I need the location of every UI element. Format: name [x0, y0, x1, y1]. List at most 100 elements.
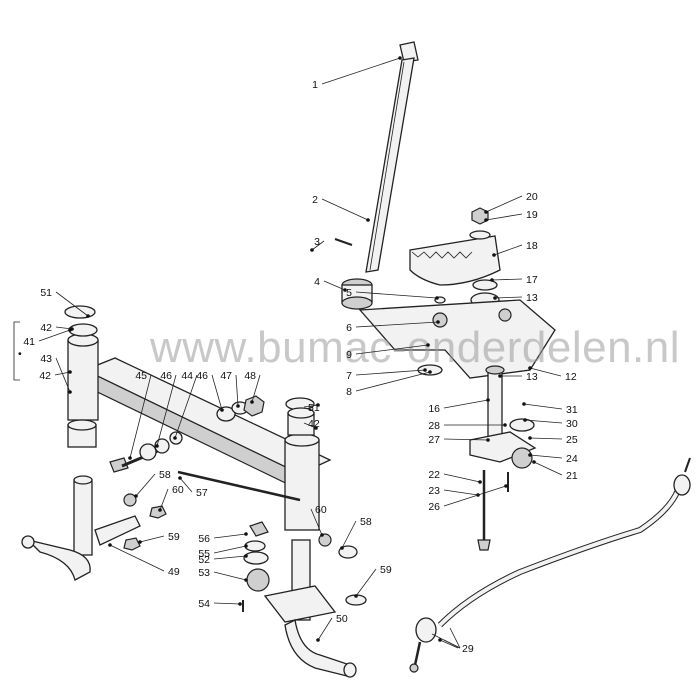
callout-54-dot: [238, 602, 242, 606]
callout-49-leader: [109, 544, 165, 572]
callout-41: 41: [23, 336, 35, 348]
callout-3-leader: [311, 240, 325, 251]
callout-44: 44: [181, 370, 193, 382]
callout-12-dot: [528, 366, 532, 370]
callout-8-dot: [428, 370, 432, 374]
drag-link: [437, 488, 681, 628]
callout-42-dot: [68, 370, 72, 374]
callout-22-leader: [443, 473, 481, 483]
callout-16-dot: [486, 398, 490, 402]
callout-8-leader: [355, 371, 431, 392]
callout-26-leader: [443, 485, 507, 507]
callout-60: 60: [172, 484, 184, 496]
callout-24: 24: [566, 453, 578, 465]
callout-44-leader: [174, 374, 198, 439]
callout-19-dot: [484, 218, 488, 222]
callout-26: 26: [428, 501, 440, 513]
callout-42: 42: [40, 322, 52, 334]
callout-51-dot: [86, 314, 90, 318]
callout-23: 23: [428, 485, 440, 497]
callout-48: 48: [244, 370, 256, 382]
callout-31-leader: [523, 403, 563, 410]
callout-47-dot: [236, 404, 240, 408]
callout-8: 8: [346, 386, 352, 398]
pitman-shaft: [485, 365, 505, 443]
callout-5-dot: [435, 296, 439, 300]
callout-26-dot: [504, 484, 508, 488]
callout-60-dot: [158, 508, 162, 512]
callout-29-leader-extra: [449, 627, 461, 649]
callout-56: 56: [198, 533, 210, 545]
callout-29-dot: [438, 638, 442, 642]
callout-52: 52: [198, 554, 210, 566]
washers-nut-set: [216, 395, 265, 422]
callout-59: 59: [380, 564, 392, 576]
callout-29-leader: [439, 639, 459, 649]
callout-27: 27: [428, 434, 440, 446]
callout-25: 25: [566, 434, 578, 446]
right-spindle: [263, 539, 357, 678]
callout-58: 58: [159, 469, 171, 481]
callout-27-leader: [443, 438, 489, 441]
callout-25-leader: [529, 437, 563, 440]
callout-22: 22: [428, 469, 440, 481]
callout-27-dot: [486, 438, 490, 442]
callout-4-dot: [343, 288, 347, 292]
callout-13: 13: [526, 371, 538, 383]
spring-pin: [334, 238, 353, 246]
callout-30: 30: [566, 418, 578, 430]
callout-56-leader: [213, 533, 247, 539]
callout-9-dot: [426, 343, 430, 347]
callout-51-leader: [303, 404, 319, 408]
bracket-marker: •: [18, 348, 22, 360]
callout-53: 53: [198, 567, 210, 579]
callout-2: 2: [312, 194, 318, 206]
callout-31: 31: [566, 404, 578, 416]
callout-42: 42: [308, 418, 320, 430]
steering-column: [365, 41, 419, 273]
callout-19: 19: [526, 209, 538, 221]
callout-7: 7: [346, 370, 352, 382]
callout-41-bracket: [13, 321, 20, 381]
callout-3-dot: [310, 248, 314, 252]
callout-28: 28: [428, 420, 440, 432]
callout-13: 13: [526, 292, 538, 304]
callout-58-dot: [134, 494, 138, 498]
callout-7-leader: [355, 369, 426, 376]
callout-57: 57: [196, 487, 208, 499]
callout-20-dot: [484, 210, 488, 214]
callout-60-dot: [320, 533, 324, 537]
callout-4: 4: [314, 276, 320, 288]
callout-5: 5: [346, 287, 352, 299]
callout-24-dot: [528, 453, 532, 457]
callout-51-dot: [316, 403, 320, 407]
callout-1-dot: [398, 56, 402, 60]
callout-24-leader: [529, 454, 563, 459]
pitman-bolt: [477, 470, 491, 551]
callout-22-dot: [478, 480, 482, 484]
callout-47: 47: [220, 370, 232, 382]
callout-44-dot: [173, 436, 177, 440]
sector-gear: [409, 235, 501, 286]
callout-55-dot: [244, 544, 248, 548]
callout-50-dot: [316, 638, 320, 642]
pinion-gear: [341, 278, 373, 310]
callout-18-leader: [493, 244, 523, 256]
callout-58-leader: [135, 473, 156, 497]
callout-58-dot: [340, 546, 344, 550]
callout-59-dot: [138, 540, 142, 544]
callout-13-dot: [493, 296, 497, 300]
callout-53-leader: [213, 571, 247, 581]
callout-43: 43: [40, 353, 52, 365]
callout-17-dot: [490, 278, 494, 282]
callout-42-leader: [55, 326, 73, 330]
callout-1: 1: [312, 79, 318, 91]
callout-28-dot: [503, 423, 507, 427]
callout-layer: 1234567891213131617181920212223242526272…: [23, 56, 578, 655]
left-pivot-tube: [67, 333, 99, 421]
callout-46-leader: [156, 374, 177, 447]
callout-42-leader: [54, 371, 71, 376]
callout-51-leader: [55, 291, 89, 317]
rod-end-right: [673, 457, 691, 496]
